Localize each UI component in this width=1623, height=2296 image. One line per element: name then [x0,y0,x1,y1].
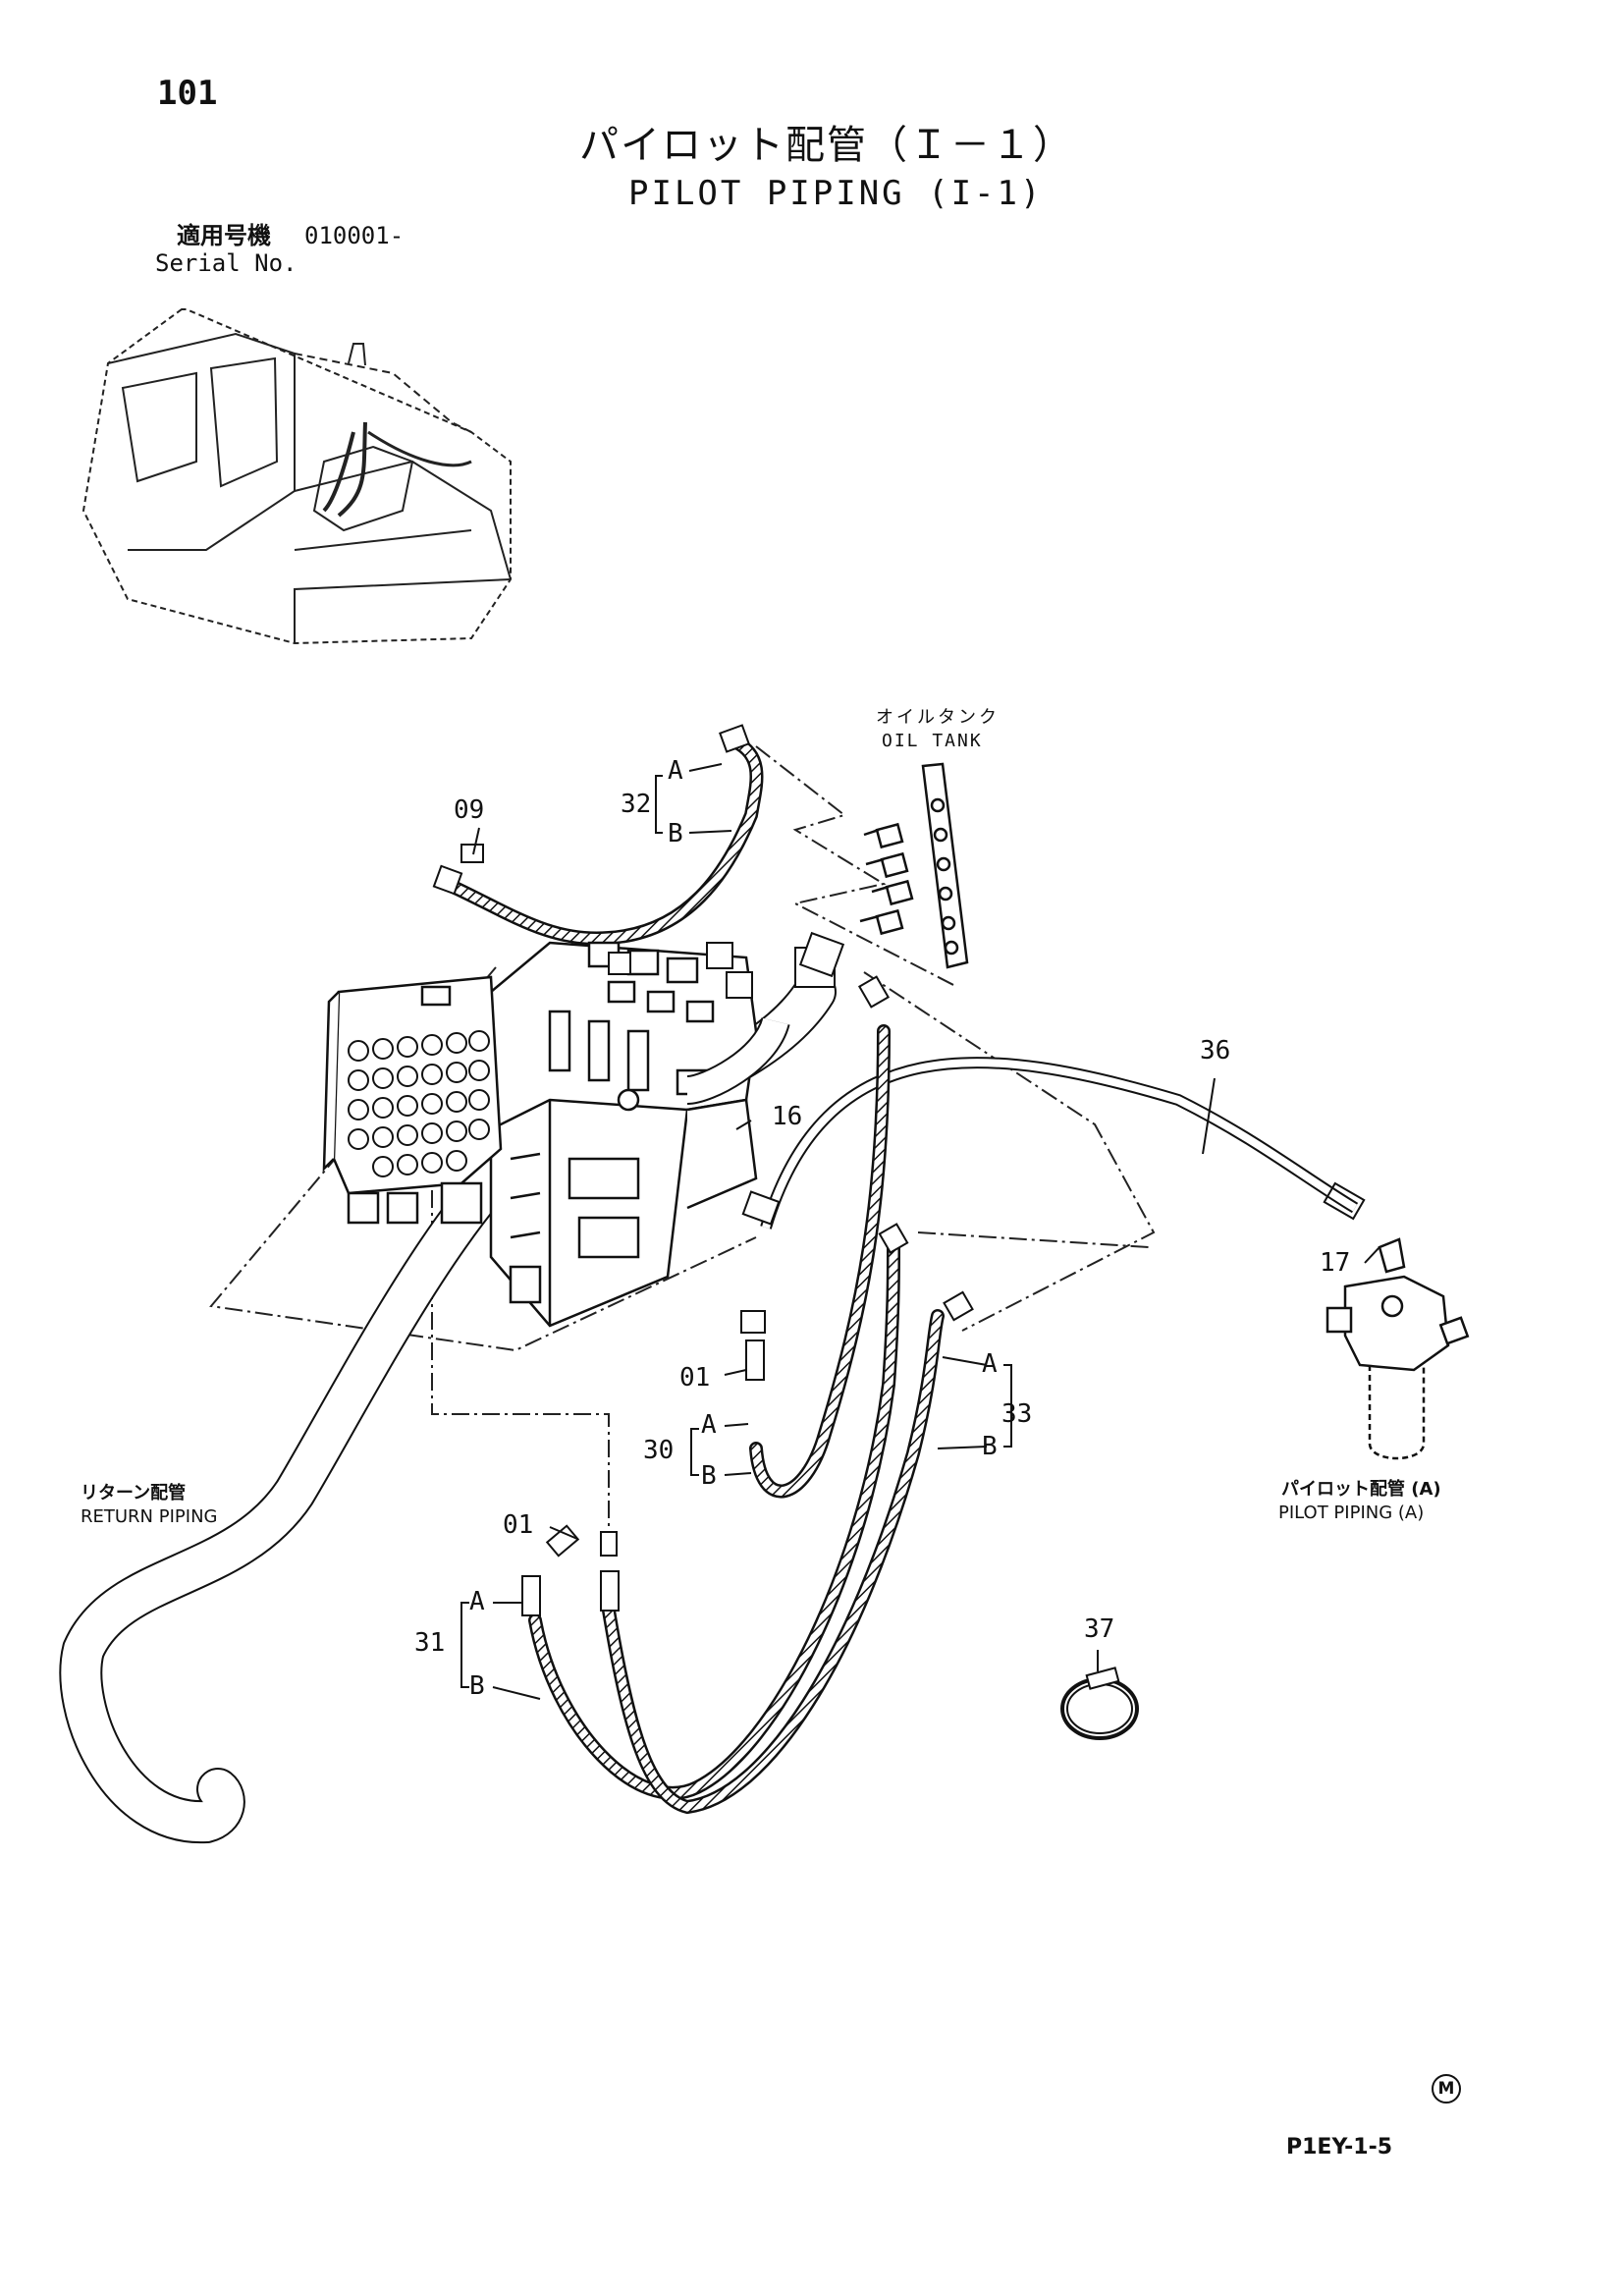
oil-tank-label-japanese: オイルタンク [876,707,1000,728]
serial-label-japanese: 適用号機 [177,222,271,249]
page-number: 101 [157,74,218,113]
callout-09: 09 [454,795,485,825]
callout-leaders [460,763,1380,1700]
hose-band-clamp [1060,1667,1139,1740]
pilot-filter [1325,1237,1470,1460]
page-code: P1EY-1-5 [1286,2135,1393,2159]
callout-32-a: A [668,756,683,786]
callout-16: 16 [772,1102,803,1131]
m-mark-symbol: M [1432,2074,1461,2104]
callout-37: 37 [1084,1614,1115,1644]
page-title-english: PILOT PIPING (I-1) [628,174,1044,213]
callout-17: 17 [1320,1248,1351,1278]
oil-tank-label-english: OIL TANK [882,731,983,751]
excavator-overview-sketch [81,308,512,645]
return-piping-label-japanese: リターン配管 [81,1483,187,1503]
oil-tank-bracket [859,762,969,969]
callout-30-a: A [701,1410,717,1440]
manifold-port-fittings [348,1030,490,1177]
callout-31-b: B [469,1671,485,1701]
callout-33-a: A [982,1349,998,1379]
callout-32-b: B [668,819,683,848]
serial-number-value: 010001- [304,222,405,249]
upper-valve-fittings [608,931,845,1105]
callout-01-upper: 01 [679,1363,711,1393]
return-piping-label-english: RETURN PIPING [81,1506,218,1527]
callout-30: 30 [643,1436,675,1465]
callout-31: 31 [414,1628,446,1658]
callout-01-lower: 01 [503,1510,534,1540]
serial-label-english: Serial No. [155,249,298,277]
pilot-manifold-block [322,975,503,1225]
pilot-piping-a-label-japanese: パイロット配管 (A) [1281,1479,1441,1500]
hose-36 [760,1057,1366,1230]
callout-33-b: B [982,1432,998,1461]
callout-36: 36 [1200,1036,1231,1066]
callout-31-a: A [469,1587,485,1616]
callout-30-b: B [701,1461,717,1491]
coiled-hoses [440,735,945,1815]
callout-33: 33 [1001,1399,1033,1429]
pilot-piping-a-label-english: PILOT PIPING (A) [1278,1503,1425,1523]
callout-32: 32 [621,790,652,819]
page-title-japanese: パイロット配管（Ｉ－１） [579,123,1074,168]
control-valve-assembly [489,941,758,1328]
